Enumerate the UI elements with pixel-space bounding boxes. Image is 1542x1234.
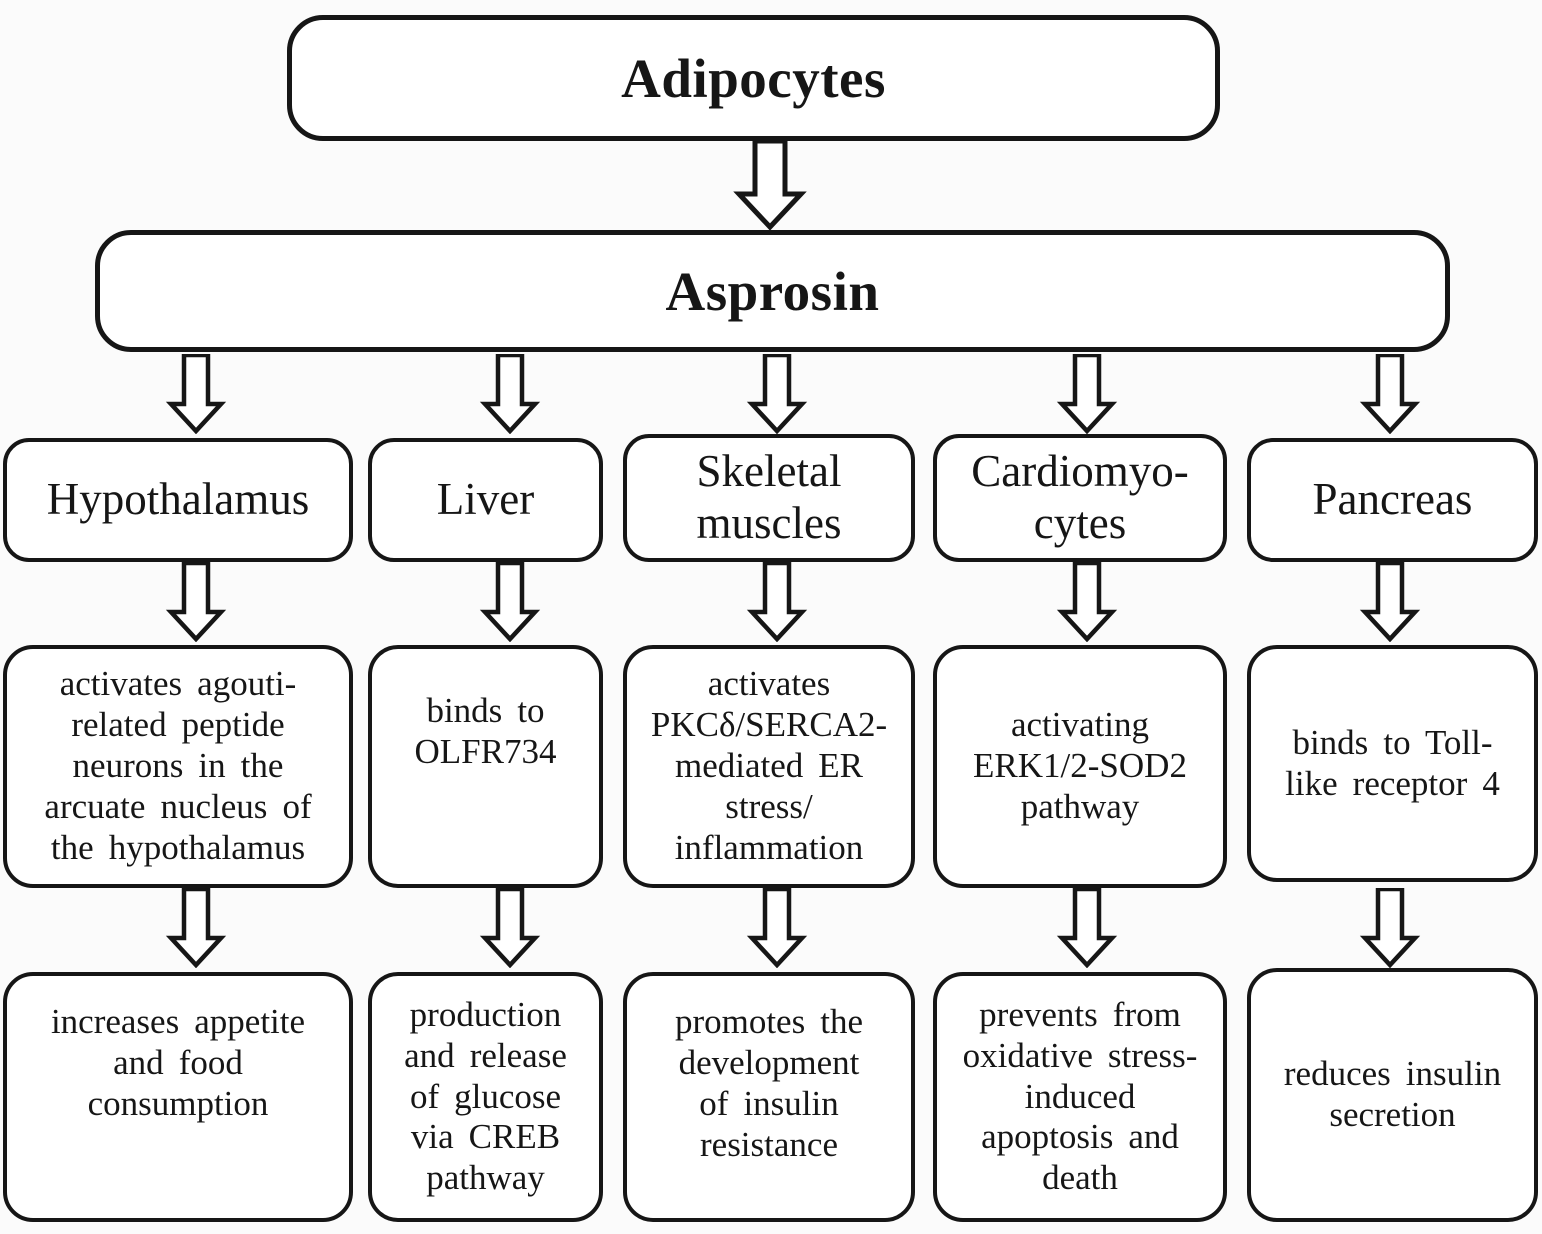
down-arrow-icon xyxy=(1056,354,1118,434)
outcome-box-cardiomyocytes: prevents from oxidative stress- induced … xyxy=(933,972,1227,1222)
outcome-text: reduces insulin secretion xyxy=(1283,1054,1502,1134)
mechanism-box-cardiomyocytes: activating ERK1/2-SOD2 pathway xyxy=(933,645,1227,888)
outcome-box-hypothalamus: increases appetite and food consumption xyxy=(3,972,353,1222)
down-arrow-icon xyxy=(1359,562,1421,642)
down-arrow-icon xyxy=(479,354,541,434)
down-arrow-icon xyxy=(479,888,541,968)
outcome-text: production and release of glucose via CR… xyxy=(404,994,567,1198)
down-arrow-icon xyxy=(165,888,227,968)
down-arrow-icon xyxy=(1359,354,1421,434)
organ-label: Liver xyxy=(436,474,535,525)
asprosin-label: Asprosin xyxy=(665,260,880,322)
outcome-text: prevents from oxidative stress- induced … xyxy=(962,994,1198,1198)
organ-label: Cardiomyo- cytes xyxy=(971,446,1189,548)
down-arrow-icon xyxy=(479,562,541,642)
organ-box-liver: Liver xyxy=(368,438,603,562)
outcome-box-liver: production and release of glucose via CR… xyxy=(368,972,603,1222)
outcome-box-pancreas: reduces insulin secretion xyxy=(1247,968,1538,1222)
down-arrow-icon xyxy=(746,562,808,642)
organ-box-skeletal-muscles: Skeletal muscles xyxy=(623,434,915,562)
down-arrow-icon xyxy=(1056,562,1118,642)
down-arrow-icon xyxy=(733,140,807,230)
mechanism-box-skeletal-muscles: activates PKCδ/SERCA2- mediated ER stres… xyxy=(623,645,915,888)
outcome-box-skeletal-muscles: promotes the development of insulin resi… xyxy=(623,972,915,1222)
down-arrow-icon xyxy=(165,354,227,434)
organ-box-cardiomyocytes: Cardiomyo- cytes xyxy=(933,434,1227,562)
organ-box-hypothalamus: Hypothalamus xyxy=(3,438,353,562)
organ-label: Pancreas xyxy=(1312,474,1473,525)
mechanism-text: activates agouti- related peptide neuron… xyxy=(44,664,312,867)
mechanism-box-pancreas: binds to Toll- like receptor 4 xyxy=(1247,645,1538,882)
outcome-text: promotes the development of insulin resi… xyxy=(674,1002,864,1164)
asprosin-box: Asprosin xyxy=(95,230,1450,352)
mechanism-box-liver: binds to OLFR734 xyxy=(368,645,603,888)
adipocytes-label: Adipocytes xyxy=(621,47,886,109)
mechanism-text: activating ERK1/2-SOD2 pathway xyxy=(973,705,1187,826)
down-arrow-icon xyxy=(1359,888,1421,968)
down-arrow-icon xyxy=(1056,888,1118,968)
down-arrow-icon xyxy=(165,562,227,642)
down-arrow-icon xyxy=(746,888,808,968)
organ-label: Skeletal muscles xyxy=(696,446,842,548)
organ-label: Hypothalamus xyxy=(46,474,310,525)
mechanism-text: activates PKCδ/SERCA2- mediated ER stres… xyxy=(650,664,888,867)
mechanism-text: binds to Toll- like receptor 4 xyxy=(1285,722,1500,803)
organ-box-pancreas: Pancreas xyxy=(1247,438,1538,562)
outcome-text: increases appetite and food consumption xyxy=(50,1002,306,1123)
mechanism-box-hypothalamus: activates agouti- related peptide neuron… xyxy=(3,645,353,888)
adipocytes-box: Adipocytes xyxy=(287,15,1220,141)
down-arrow-icon xyxy=(746,354,808,434)
mechanism-text: binds to OLFR734 xyxy=(414,691,557,771)
